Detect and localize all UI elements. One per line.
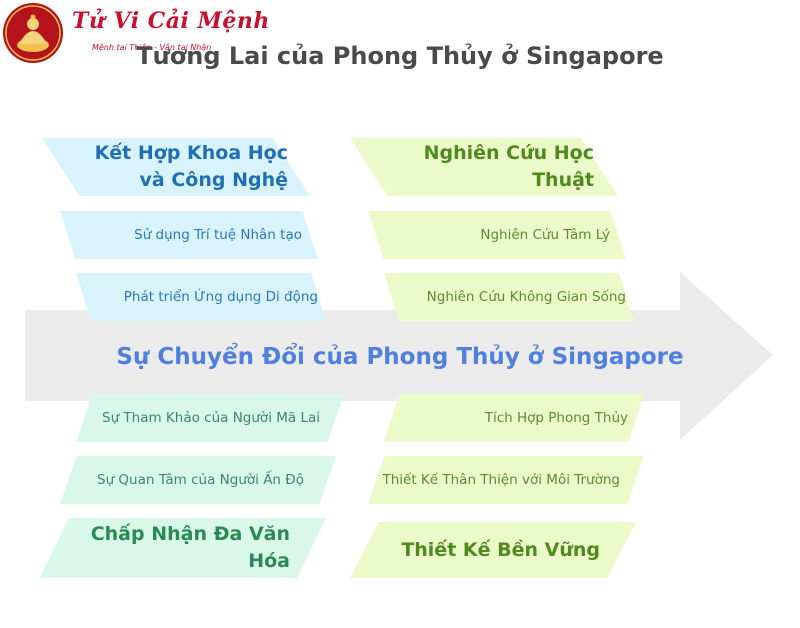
cause-fengshui-integration: Tích Hợp Phong Thủy — [384, 394, 644, 442]
category-heading-multicultural: Chấp Nhận Đa Văn Hóa — [40, 518, 326, 578]
cause-psychology-research: Nghiên Cứu Tâm Lý — [368, 211, 626, 259]
cause-eco-design: Thiết Kế Thân Thiện với Môi Trường — [368, 456, 644, 504]
page-title: Tương Lai của Phong Thủy ở Singapore — [136, 42, 664, 70]
cause-malay-reference: Sự Tham Khảo của Người Mã Lai — [76, 394, 344, 442]
buddha-logo-icon — [3, 3, 63, 63]
category-heading-sustainable-design: Thiết Kế Bền Vững — [350, 522, 636, 578]
logo-subtitle: Mệnh tại Thiên - Vận tại Nhân — [92, 43, 212, 52]
category-heading-academic-research: Nghiên Cứu Học Thuật — [350, 138, 618, 196]
cause-living-space-research: Nghiên Cứu Không Gian Sống — [384, 273, 634, 321]
category-heading-science-technology: Kết Hợp Khoa Học và Công Nghệ — [42, 138, 310, 196]
spine-label: Sự Chuyển Đổi của Phong Thủy ở Singapore — [116, 344, 684, 370]
cause-ai: Sử dụng Trí tuệ Nhân tạo — [60, 211, 318, 259]
logo-title: Tử Vi Cải Mệnh — [72, 8, 270, 34]
cause-indian-interest: Sự Quan Tâm của Người Ấn Độ — [60, 456, 336, 504]
brand-logo: Tử Vi Cải Mệnh Mệnh tại Thiên - Vận tại … — [0, 0, 269, 68]
cause-mobile-app: Phát triển Ứng dụng Di động — [76, 273, 326, 321]
